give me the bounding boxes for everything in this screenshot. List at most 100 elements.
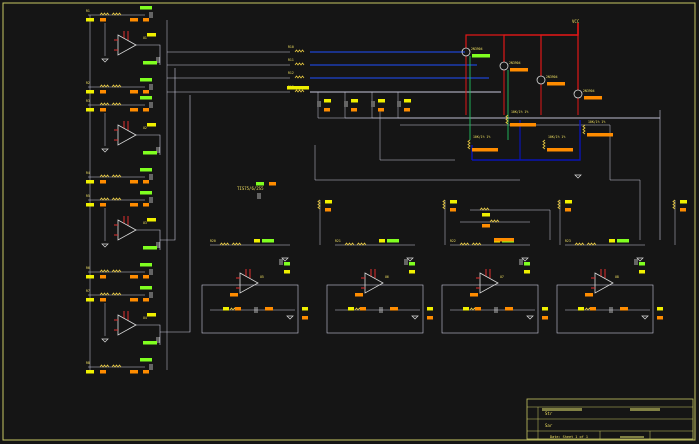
stage-tag-yellow: [427, 307, 433, 311]
cap-wire: [344, 107, 660, 119]
ground-symbol: [101, 243, 109, 248]
ref-label: U2: [143, 126, 147, 130]
stage-tag-green: [524, 262, 530, 266]
ref-label: 10K/1% 1%: [473, 135, 490, 139]
ref-label: 2N3904: [546, 75, 558, 79]
resistor-symbol: [111, 102, 122, 106]
title-block-strip: [542, 408, 582, 411]
stage-tag-orange: [542, 316, 548, 320]
ground-symbol: [574, 174, 582, 179]
stage-tag-yellow: [565, 200, 572, 204]
ref-label: R7: [86, 289, 90, 293]
stage-tag-yellow: [302, 307, 308, 311]
title-block-strip: [630, 408, 660, 411]
ref-label: U1: [143, 36, 147, 40]
stage-tag-green: [140, 168, 152, 172]
bottom-wire: [470, 209, 551, 240]
resistor-symbol: [99, 292, 110, 296]
resistor-symbol: [99, 84, 110, 88]
array-tag: [287, 86, 309, 90]
ref-label: U5: [260, 275, 264, 279]
stage-wire: [136, 324, 161, 345]
stage-tag-orange: [130, 90, 138, 94]
stage-tag-orange: [143, 18, 149, 22]
title-block-strip: [620, 436, 644, 438]
right-wire: [400, 124, 641, 240]
op-amp-symbol: [364, 272, 384, 294]
stage-wire: [136, 229, 161, 250]
stage-wire: [136, 134, 161, 155]
stage-tag-orange: [325, 208, 331, 212]
resistor-symbol: [459, 242, 470, 246]
cap-wire: [397, 107, 660, 119]
power-wires-layer: [310, 23, 581, 161]
transistor-tag: [510, 68, 528, 72]
op-amp-symbol: [479, 272, 499, 294]
cap-tag: [404, 108, 410, 112]
resistor-symbol: [442, 199, 446, 210]
ref-label: R10: [288, 45, 294, 49]
stage-tag-green: [639, 262, 645, 266]
resistor-symbol: [467, 139, 471, 150]
stage-tag-orange: [143, 90, 149, 94]
stage-tag-orange: [620, 307, 628, 311]
resistor-symbol: [479, 207, 490, 211]
stage-tag-orange: [360, 307, 366, 311]
stage-tag-yellow: [450, 200, 457, 204]
stage-box: [201, 284, 299, 334]
cluster-tag: [547, 148, 573, 152]
resistor-symbol: [574, 242, 585, 246]
stage-tag-yellow: [542, 307, 548, 311]
stage-tag-yellow: [578, 307, 584, 311]
resistor-symbol: [99, 12, 110, 16]
transistor-symbol: [461, 47, 471, 57]
resistor-symbol: [111, 197, 122, 201]
resistor-symbol: [356, 242, 367, 246]
wires-layer: [88, 14, 676, 370]
ground-symbol: [286, 315, 294, 320]
stage-tag-orange: [130, 18, 138, 22]
stage-tag-yellow: [147, 33, 156, 37]
title-block-row1: Str: [545, 411, 553, 416]
navy-bus: [472, 120, 581, 161]
resistor-symbol: [111, 174, 122, 178]
resistor-symbol: [111, 269, 122, 273]
resistor-symbol: [294, 49, 305, 53]
ref-label: R11: [288, 58, 294, 62]
resistor-symbol: [294, 62, 305, 66]
stage-tag-orange: [143, 180, 149, 184]
feedback-wire: [160, 95, 191, 333]
right-wire: [379, 110, 455, 161]
ground-symbol: [101, 148, 109, 153]
cap-wire: [317, 107, 660, 119]
stage-tag-orange: [657, 316, 663, 320]
stage-wire: [136, 44, 161, 65]
ref-label: R20: [210, 239, 216, 243]
resistor-symbol: [489, 219, 500, 223]
stage-tag-yellow: [524, 270, 530, 274]
cap-tag: [324, 99, 331, 103]
title-block-row3: Date: Sheet 1 of 1: [550, 435, 588, 439]
ref-label: 2N3904: [509, 61, 521, 65]
cap-tag: [351, 99, 358, 103]
net-tags-layer: [86, 6, 687, 374]
stage-tag-yellow: [348, 307, 354, 311]
mid-tag: [494, 238, 514, 242]
stage-tag-orange: [470, 293, 478, 297]
stage-tag-green: [617, 239, 629, 243]
ref-label: R22: [450, 239, 456, 243]
resistor-symbol: [294, 75, 305, 79]
stage-tag-green: [140, 96, 152, 100]
stage-tag-yellow: [463, 307, 469, 311]
stage-tag-orange: [130, 203, 138, 207]
stage-tag-orange: [130, 275, 138, 279]
stage-tag-orange: [355, 293, 363, 297]
stage-tag-green: [143, 61, 157, 65]
stage-tag-yellow: [86, 108, 94, 112]
ref-label: R8: [86, 361, 90, 365]
